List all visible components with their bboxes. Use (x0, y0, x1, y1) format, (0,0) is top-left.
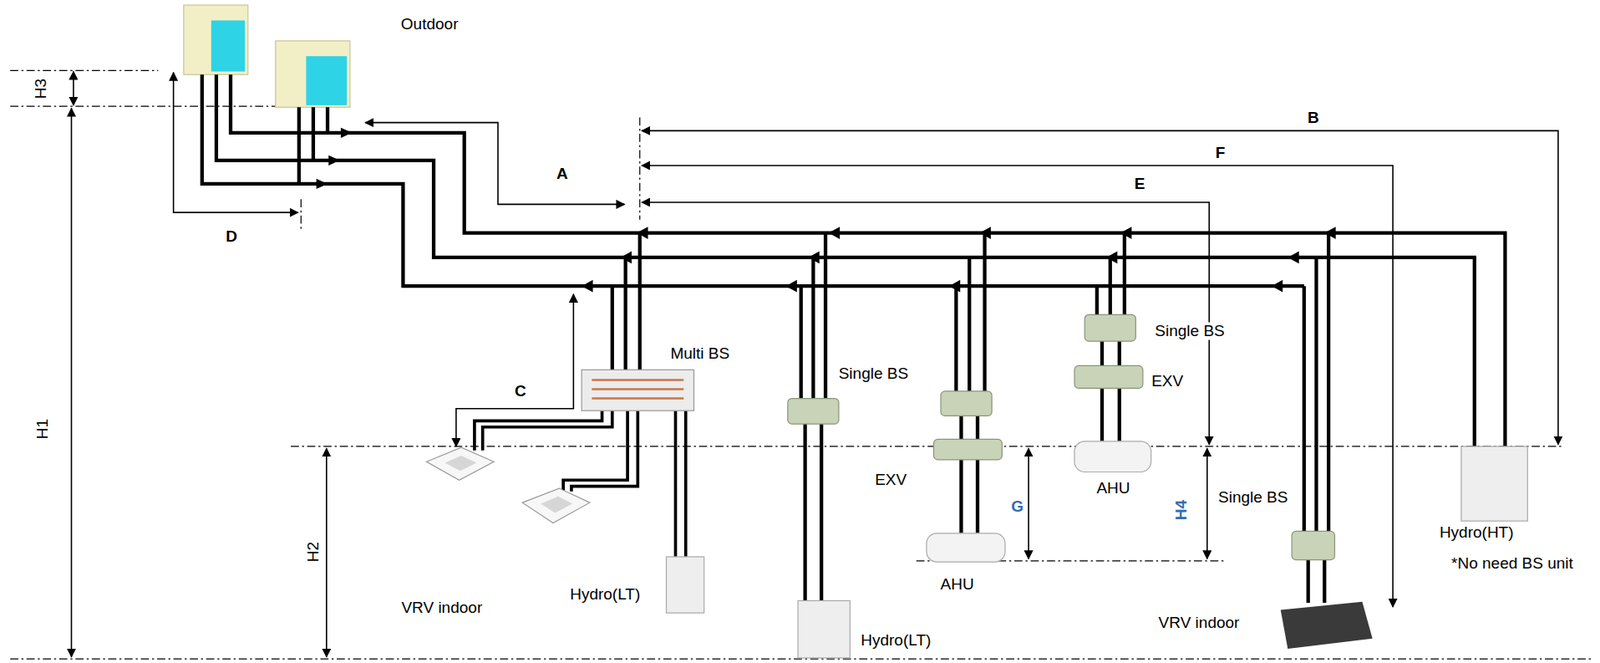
unit-label: EXV (1149, 371, 1185, 390)
outdoor-unit-panel (211, 20, 245, 72)
dimension-line (641, 202, 1209, 445)
hydro-unit (1461, 446, 1528, 521)
dimension-label: H2 (304, 539, 322, 564)
dimension-label: H1 (34, 416, 52, 441)
dimension-line (1027, 447, 1030, 559)
unit-label: Hydro(LT) (568, 585, 642, 604)
unit-label: Single BS (1153, 321, 1226, 340)
unit-label: AHU (1094, 479, 1132, 498)
exv-unit (1074, 365, 1143, 388)
dimension-label: C (513, 382, 529, 401)
dimension-line (456, 294, 574, 447)
single-bs-unit (1084, 314, 1136, 341)
dimension-label: H3 (31, 76, 50, 101)
hydro-unit (797, 599, 850, 657)
outdoor-unit (183, 5, 249, 75)
unit-label: Single BS (1216, 488, 1290, 507)
dimension-line (71, 108, 73, 657)
dimension-label: E (1132, 174, 1148, 193)
unit-label: Single BS (837, 365, 910, 383)
dimension-line (1206, 447, 1209, 559)
dimension-label: H4 (1173, 497, 1191, 522)
duct-unit (1280, 601, 1373, 649)
ahu-unit (926, 533, 1006, 562)
dimension-line (72, 71, 75, 106)
unit-label: EXV (873, 471, 909, 489)
unit-label: Hydro(HT) (1437, 523, 1516, 541)
dimension-label: D (223, 228, 239, 246)
unit-label: Hydro(LT) (858, 631, 933, 650)
unit-label: VRV indoor (399, 599, 484, 617)
single-bs-unit (787, 398, 839, 425)
cassette-unit (426, 446, 495, 480)
dimension-label: F (1213, 144, 1228, 163)
unit-label: AHU (939, 574, 976, 593)
cassette-unit (522, 487, 590, 524)
dimension-line (641, 165, 1393, 607)
outdoor-unit-panel (305, 55, 347, 106)
dimension-line (325, 447, 328, 656)
cassette-grille (540, 496, 573, 514)
single-bs-unit (1291, 530, 1335, 559)
dimension-label: A (554, 164, 570, 183)
dimension-label: B (1305, 108, 1321, 127)
hydro-unit (666, 556, 705, 613)
cassette-grille (444, 455, 477, 471)
dimension-label: G (1009, 497, 1026, 516)
flow-arrow (316, 127, 1336, 293)
dimension-line (641, 130, 1559, 444)
single-bs-unit (940, 391, 992, 416)
outdoor-unit (275, 40, 351, 107)
multi-bs-unit (581, 369, 694, 411)
unit-label: VRV indoor (1157, 614, 1242, 632)
dimension-line (173, 72, 299, 213)
unit-label: Multi BS (668, 344, 732, 362)
unit-label: Outdoor (399, 15, 461, 34)
refrigerant-pipe (202, 74, 1506, 603)
exv-unit (933, 438, 1002, 459)
note-text: *No need BS unit (1449, 554, 1575, 573)
level-line (10, 70, 1592, 659)
dimension-line (365, 122, 625, 205)
multi-bs-header (591, 380, 684, 399)
ahu-unit (1074, 441, 1152, 473)
refrigerant-pipe (474, 410, 686, 557)
